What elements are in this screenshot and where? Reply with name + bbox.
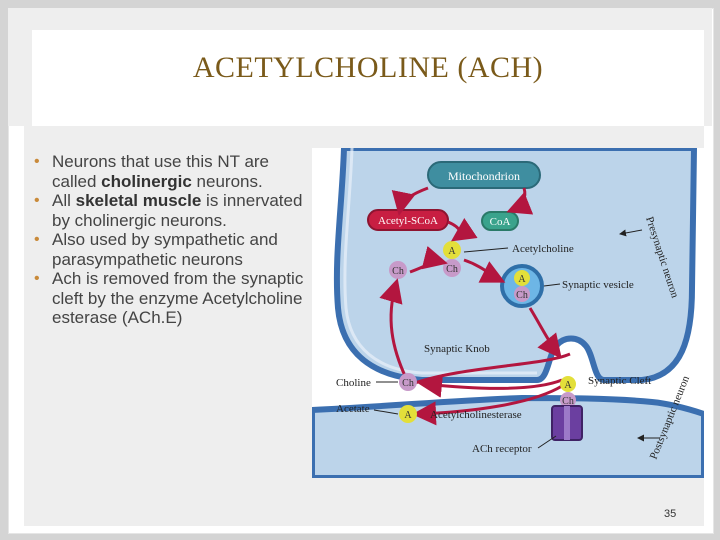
title-band: ACETYLCHOLINE (ACH) [8,8,712,126]
bullet-bold: skeletal muscle [75,191,202,210]
acetyl-scoa-label: Acetyl-SCoA [378,215,438,227]
synaptic-vesicle-label: Synaptic vesicle [562,279,634,291]
a-label: A [404,410,412,421]
bullet-list: Neurons that use this NT are called chol… [32,152,312,328]
slide-title: ACETYLCHOLINE (ACH) [192,51,544,84]
synapse-diagram: Mitochondrion Acetyl-SCoA CoA A Ch Acety… [309,145,707,481]
choline-ball [514,286,530,302]
pathway-arrow [418,373,563,398]
pointer-line [537,435,557,449]
ch-label: Ch [562,396,574,407]
pathway-arrow [409,246,448,274]
bullet-item: All skeletal muscle is innervated by cho… [32,191,312,230]
bullet-item: Neurons that use this NT are called chol… [32,152,312,191]
bullet-item: Also used by sympathetic and parasympath… [32,230,312,269]
bullet-text: is innervated by cholinergic neurons. [52,191,303,230]
pathway-arrow [506,187,534,215]
acetate-ball [514,270,530,286]
pathway-arrow [412,384,563,426]
ch-label: Ch [446,264,458,275]
a-label: A [564,380,572,391]
pointer-line [543,283,561,287]
pathway-arrow [463,258,506,283]
bullet-text: Neurons that use this NT are called [52,152,270,191]
bullet-item: Ach is removed from the synaptic cleft b… [32,269,312,328]
bullet-bold: cholinergic [101,171,192,191]
synapse-diagram-svg: Mitochondrion Acetyl-SCoA CoA A Ch Acety… [309,145,707,481]
acetylcholinesterase-label: Acetylcholinesterase [430,409,522,421]
coa-shape [481,211,519,231]
page-number: 35 [664,508,677,520]
choline-ball [399,373,417,391]
choline-ball [389,261,407,279]
acetate-ball [399,405,417,423]
choline-label: Choline [336,377,371,389]
pathway-arrow [447,218,478,242]
acetate-ball [560,376,576,392]
pathway-arrow [379,278,408,379]
ach-receptor-label: ACh receptor [472,443,532,455]
bullet-text: All [52,191,76,210]
pointer-arrow [619,229,643,237]
mitochondrion-shape [427,161,541,189]
ch-label: Ch [392,266,404,277]
a-label: A [518,274,526,285]
ch-label: Ch [516,290,528,301]
title-box: ACETYLCHOLINE (ACH) [32,30,704,126]
synaptic-cleft-label: Synaptic Cleft [588,375,651,387]
acetate-label: Acetate [336,403,370,415]
bullet-text: neurons. [191,171,263,191]
bullet-text: Also used by sympathetic and parasympath… [52,230,278,269]
ch-label: Ch [402,378,414,389]
a-label: A [448,246,456,257]
receptor-channel [564,406,570,440]
synaptic-knob-label: Synaptic Knob [424,343,490,355]
mitochondrion-label: Mitochondrion [448,169,520,183]
pathway-arrow [391,186,429,216]
bullet-text: Ach is removed from the synaptic cleft b… [52,269,304,327]
pointer-line [463,247,509,253]
coa-label: CoA [490,216,511,228]
choline-ball [560,392,576,408]
pathway-arrow [528,307,562,359]
pointer-line [373,409,399,415]
acetylcholine-label: Acetylcholine [512,243,574,255]
